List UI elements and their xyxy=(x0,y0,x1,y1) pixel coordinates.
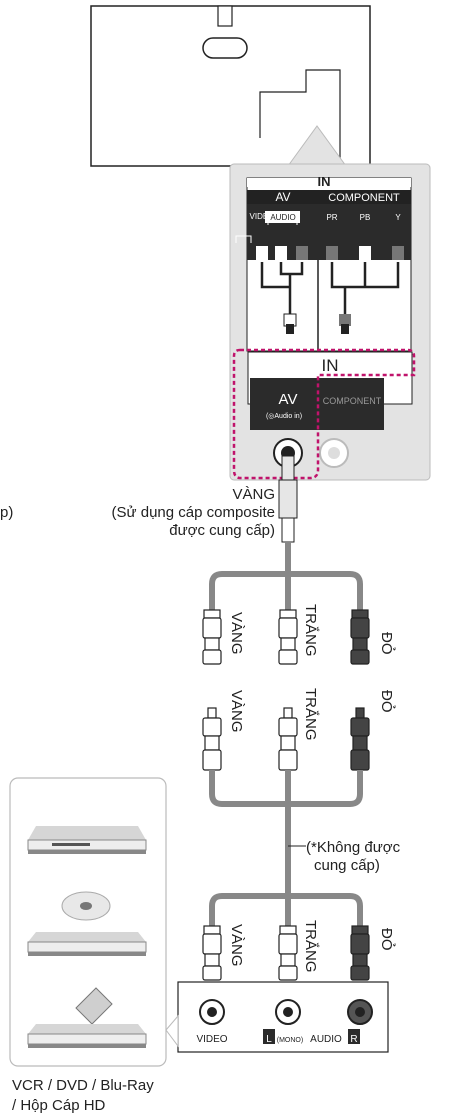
component-label-2: COMPONENT xyxy=(323,396,382,406)
av-label-2: AV xyxy=(279,391,298,408)
video-label: VIDEO xyxy=(250,212,275,221)
cable-fragment: p) xyxy=(0,504,13,521)
y-label: Y xyxy=(395,213,401,222)
pr-label: PR xyxy=(326,213,337,222)
dvd-icon xyxy=(27,891,147,956)
upper-white-1: TRẮNG xyxy=(302,604,320,657)
device-caption-line1: VCR / DVD / Blu-Ray xyxy=(12,1077,154,1094)
device-l-label: L xyxy=(266,1034,272,1045)
upper-white-2: TRẮNG xyxy=(302,688,320,741)
tv-back xyxy=(90,5,371,167)
device-video-label: VIDEO xyxy=(196,1034,227,1045)
device-jack-panel xyxy=(177,981,389,1053)
in-label-2: IN xyxy=(322,356,339,375)
devices-box xyxy=(9,777,179,1067)
cable-color-label: VÀNG xyxy=(232,486,275,503)
cable-note: (Sử dụng cáp composite xyxy=(112,504,275,521)
not-provided-line2: cung cấp) xyxy=(314,857,380,874)
cable-note-2: được cung cấp) xyxy=(169,522,275,539)
component-label: COMPONENT xyxy=(328,192,400,204)
upper-yellow-2: VÀNG xyxy=(228,690,245,733)
device-audio-label: AUDIO xyxy=(310,1034,342,1045)
device-mono-label: (MONO) xyxy=(277,1037,303,1044)
pb-label: PB xyxy=(360,213,371,222)
audio-label: AUDIO xyxy=(270,213,295,222)
upper-red-2: ĐỎ xyxy=(378,690,396,713)
lower-harness xyxy=(202,804,370,981)
vcr-icon xyxy=(27,826,147,854)
upper-harness xyxy=(202,571,370,807)
lower-white: TRẮNG xyxy=(302,920,320,973)
cassette-icon xyxy=(27,987,147,1048)
lower-yellow: VÀNG xyxy=(228,924,245,967)
lower-red: ĐỎ xyxy=(378,928,396,951)
audio-in-label: (◎Audio in) xyxy=(266,413,302,420)
av-label: AV xyxy=(275,190,290,204)
jack-panel xyxy=(235,177,412,352)
upper-red-1: ĐỎ xyxy=(378,632,396,655)
not-provided-line1: (*Không được xyxy=(306,839,401,856)
device-caption-line2: / Hộp Cáp HD xyxy=(12,1097,106,1114)
device-r-label: R xyxy=(350,1034,357,1045)
composite-cable xyxy=(278,455,298,574)
in-label: IN xyxy=(318,174,331,189)
upper-yellow-1: VÀNG xyxy=(228,612,245,655)
av-in-box xyxy=(232,348,416,480)
